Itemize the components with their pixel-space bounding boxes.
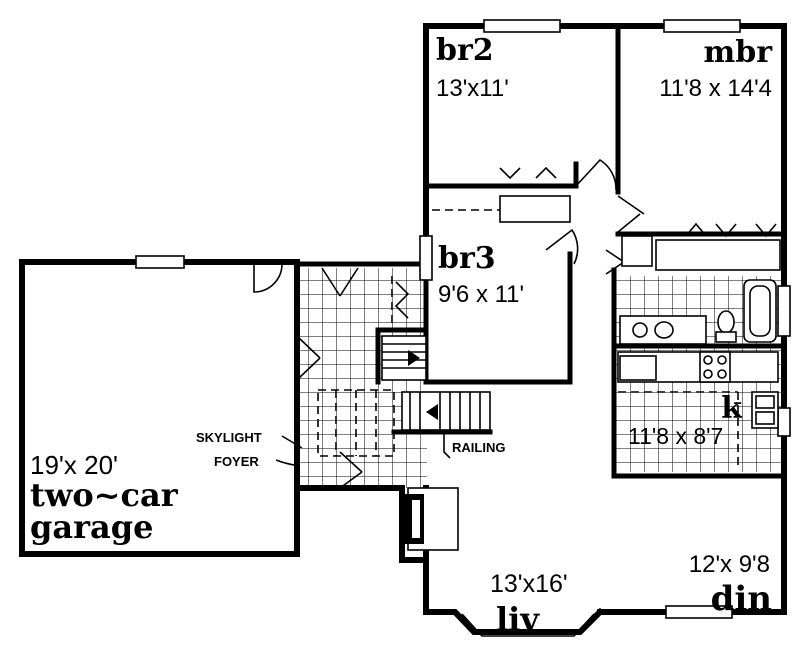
interior-walls xyxy=(294,23,787,479)
windows xyxy=(135,19,791,637)
note-skylight: SKYLIGHT xyxy=(196,430,262,445)
fireplace xyxy=(404,487,459,551)
room-dims-garage: 19'x 20' xyxy=(30,450,118,480)
fridge xyxy=(619,355,657,381)
vanity xyxy=(619,315,707,345)
window-mbr xyxy=(663,19,741,33)
door-br3 xyxy=(545,228,579,265)
door-br2 xyxy=(575,158,617,191)
room-name-living: liv xyxy=(496,600,540,638)
window-bath xyxy=(777,285,791,337)
bath-fixtures xyxy=(619,279,777,345)
sink-bath-2 xyxy=(654,321,674,339)
room-dims-dining: 12'x 9'8 xyxy=(689,551,770,578)
door-foyer-closet xyxy=(321,267,359,297)
room-name-kitchen: k xyxy=(721,391,743,426)
room-dims-br3: 9'6 x 11' xyxy=(438,281,524,308)
skylight-outline xyxy=(317,389,395,457)
kitchen-fixtures xyxy=(617,351,779,470)
leader-lines xyxy=(275,435,303,467)
room-dims-mbr: 11'8 x 14'4 xyxy=(659,75,772,102)
closets xyxy=(391,166,781,324)
door-mbr xyxy=(617,195,645,233)
door-foyer-side xyxy=(298,337,321,379)
note-railing: RAILING xyxy=(452,440,505,455)
room-name-mbr: mbr xyxy=(703,35,773,70)
door-garage-entry xyxy=(253,263,283,293)
note-foyer: FOYER xyxy=(214,454,259,469)
room-name-br3: br3 xyxy=(438,241,496,276)
room-dims-kitchen: 11'8 x 8'7 xyxy=(628,423,723,449)
stairs xyxy=(381,335,491,459)
window-garage xyxy=(135,255,185,269)
toilet xyxy=(717,310,735,334)
window-br3 xyxy=(419,235,433,281)
room-name-garage-line1: two~car xyxy=(30,476,179,514)
bathtub xyxy=(743,279,777,343)
range xyxy=(699,351,731,383)
room-name-garage-line2: garage xyxy=(30,508,153,546)
room-dims-br2: 13'x11' xyxy=(436,75,509,102)
window-din xyxy=(665,605,733,619)
room-dims-living: 13'x16' xyxy=(490,570,568,598)
bay-window-liv xyxy=(461,613,595,637)
room-name-br2: br2 xyxy=(436,33,494,68)
window-kitchen xyxy=(777,407,791,437)
room-name-dining: din xyxy=(711,579,772,619)
labels: br2 13'x11' mbr 11'8 x 14'4 br3 9'6 x 11… xyxy=(30,33,773,638)
window-br2 xyxy=(483,19,561,33)
sink-bath xyxy=(632,322,648,338)
door-front xyxy=(339,451,363,489)
